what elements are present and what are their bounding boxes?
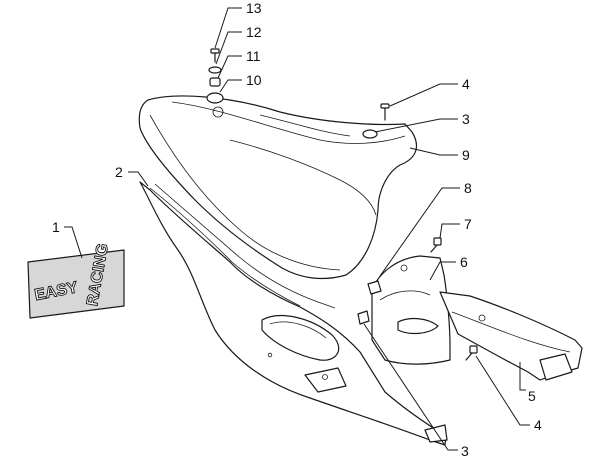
tail-cover-outline — [138, 95, 418, 280]
fasteners — [206, 48, 478, 361]
grommet-10 — [206, 92, 224, 104]
callout-7: 7 — [464, 216, 472, 232]
tail-cover-seat-rim — [171, 101, 406, 144]
tail-cover-mount-hole — [212, 106, 224, 118]
callout-4-bottom: 4 — [534, 417, 542, 433]
screw-7 — [430, 237, 442, 253]
callout-1: 1 — [52, 219, 60, 235]
side-panel — [139, 181, 448, 446]
screw-13 — [210, 48, 220, 63]
callout-13: 13 — [246, 0, 262, 16]
inner-bracket-rib — [379, 290, 431, 301]
side-panel-crease — [149, 187, 301, 307]
footrest-panel — [439, 291, 583, 381]
inner-bracket-outline — [371, 255, 451, 365]
tail-cover-clip — [362, 129, 378, 139]
tail-cover-top-line — [259, 114, 351, 137]
clip-3-bottom — [357, 310, 370, 325]
callout-8: 8 — [464, 180, 472, 196]
decal-sticker: EASY RACING — [27, 242, 125, 319]
washer-12 — [208, 66, 222, 74]
bush-11 — [209, 77, 221, 87]
callout-10: 10 — [246, 72, 262, 88]
leader-lines — [64, 7, 530, 451]
inner-bracket-slot — [397, 317, 439, 335]
callout-4-top: 4 — [462, 76, 470, 92]
callout-12: 12 — [246, 24, 262, 40]
footrest-panel-tab — [539, 353, 573, 381]
callout-9: 9 — [462, 147, 470, 163]
side-panel-vent-inner — [269, 321, 327, 339]
footrest-panel-ridge — [451, 311, 571, 353]
side-panel-vent — [261, 315, 340, 361]
side-panel-rivet — [267, 352, 273, 358]
side-panel-screw-hole — [322, 374, 328, 380]
callout-11: 11 — [246, 48, 261, 64]
tail-cover — [138, 95, 418, 280]
side-panel-step-plate — [304, 367, 347, 393]
inner-bracket-hole — [400, 264, 408, 272]
decal-background — [27, 249, 125, 319]
screw-4-bottom — [465, 345, 478, 361]
callout-2: 2 — [115, 164, 123, 180]
clip-8 — [367, 280, 382, 295]
footrest-panel-hole — [478, 314, 486, 322]
side-panel-upper-edge — [154, 183, 336, 309]
tail-cover-shoulder-line — [229, 139, 377, 216]
side-panel-tip — [424, 424, 448, 443]
callout-3-bottom: 3 — [461, 443, 469, 459]
screw-4-top — [380, 103, 390, 121]
callout-3-top: 3 — [462, 111, 470, 127]
tail-cover-side-contour — [149, 114, 341, 271]
inner-bracket — [371, 255, 451, 365]
callout-labels: 13 12 11 10 4 3 9 2 8 7 6 1 5 4 3 — [52, 0, 542, 459]
callout-5: 5 — [528, 388, 536, 404]
callout-6: 6 — [460, 254, 468, 270]
